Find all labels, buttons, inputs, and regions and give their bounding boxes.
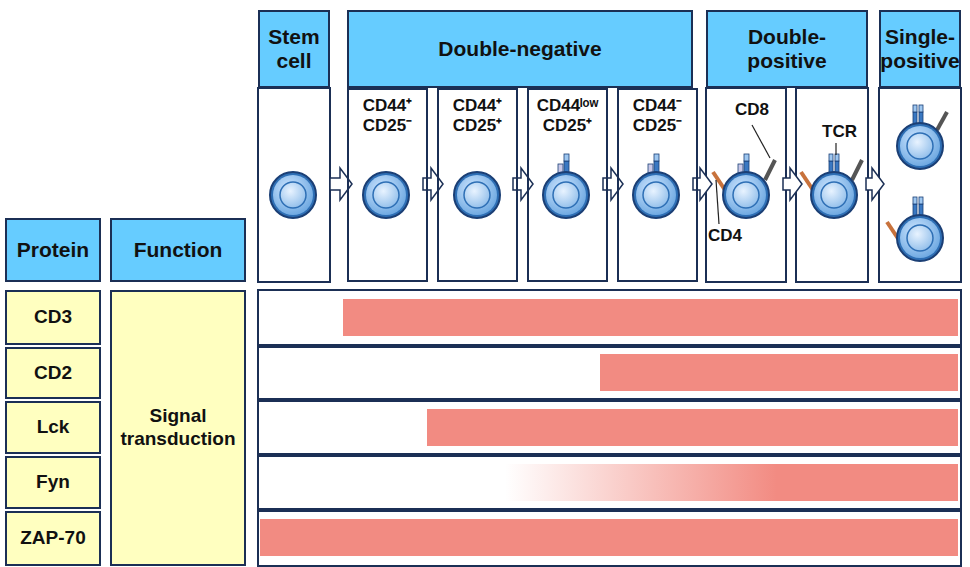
node-text: Function — [134, 238, 223, 262]
stage-panel: CD44⁺ CD25⁻ — [347, 88, 428, 282]
table-header: Protein — [5, 218, 101, 282]
protein-cell: Fyn — [5, 456, 101, 509]
receptor-label: CD8 — [735, 100, 769, 120]
stage-header: Single-positive — [879, 10, 961, 88]
node-text: Double-negative — [438, 37, 601, 61]
stage-panel: CD44⁺ CD25⁺ — [437, 88, 518, 282]
function-cell: Signal transduction — [110, 290, 246, 566]
stage-header: Stem cell — [258, 10, 330, 88]
node-text: ZAP-70 — [20, 527, 85, 550]
receptor-label: TCR — [822, 122, 857, 142]
receptor-label: CD4 — [708, 226, 742, 246]
node-text: CD3 — [34, 306, 72, 329]
protein-cell: Lck — [5, 401, 101, 454]
node-text: Double-positive — [712, 25, 862, 73]
node-text: CD44⁺ CD25⁺ — [443, 96, 513, 135]
stage-header: Double-positive — [706, 10, 868, 88]
node-text: Stem cell — [264, 25, 324, 73]
stage-panel: CD44ˡᵒʷ CD25⁺ — [527, 88, 608, 282]
node-text: Signal transduction — [118, 405, 238, 451]
node-text: CD44ˡᵒʷ CD25⁺ — [533, 96, 603, 135]
node-text: Lck — [37, 416, 70, 439]
node-text: Single-positive — [880, 25, 959, 73]
stage-panel: CD44⁻ CD25⁻ — [617, 88, 698, 282]
protein-cell: CD2 — [5, 347, 101, 399]
protein-cell: ZAP-70 — [5, 511, 101, 566]
stage-header: Double-negative — [347, 10, 693, 88]
node-text: Protein — [17, 238, 89, 262]
protein-cell: CD3 — [5, 290, 101, 345]
node-text: CD44⁻ CD25⁻ — [623, 96, 693, 135]
node-text: Fyn — [36, 471, 70, 494]
table-header: Function — [110, 218, 246, 282]
node-text: CD2 — [34, 362, 72, 385]
node-text: CD44⁺ CD25⁻ — [353, 96, 423, 135]
